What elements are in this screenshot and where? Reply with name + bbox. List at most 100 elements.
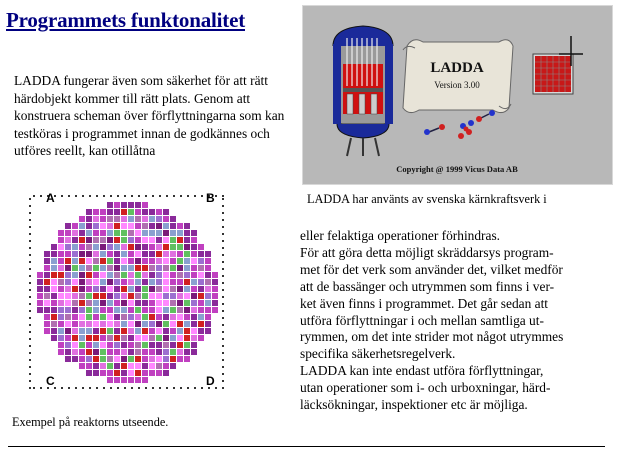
- core-cell: [191, 293, 197, 299]
- core-cell: [86, 223, 92, 229]
- core-cell: [163, 300, 169, 306]
- core-cell: [65, 356, 71, 362]
- core-cell: [170, 300, 176, 306]
- grid-border-mark: [89, 387, 91, 389]
- core-cell: [121, 293, 127, 299]
- core-cell: [65, 321, 71, 327]
- core-cell: [191, 300, 197, 306]
- core-cell: [184, 237, 190, 243]
- core-cell: [142, 251, 148, 257]
- grid-border-mark: [29, 261, 31, 263]
- core-cell: [86, 265, 92, 271]
- core-cell: [128, 349, 134, 355]
- core-cell: [212, 286, 218, 292]
- core-cell: [114, 314, 120, 320]
- core-cell: [100, 251, 106, 257]
- core-cell: [212, 293, 218, 299]
- reactor-vessel-icon: [332, 25, 394, 157]
- core-cell: [142, 202, 148, 208]
- core-cell: [149, 321, 155, 327]
- core-cell: [58, 300, 64, 306]
- core-cell: [100, 244, 106, 250]
- grid-border-mark: [29, 380, 31, 382]
- core-cell: [205, 321, 211, 327]
- core-cell: [44, 286, 50, 292]
- grid-border-mark: [29, 296, 31, 298]
- core-cell: [86, 370, 92, 376]
- grid-border-mark: [29, 219, 31, 221]
- grid-border-mark: [29, 233, 31, 235]
- core-cell: [107, 244, 113, 250]
- core-cell: [184, 300, 190, 306]
- grid-border-mark: [138, 387, 140, 389]
- core-cell: [163, 223, 169, 229]
- grid-border-mark: [173, 195, 175, 197]
- core-cell: [100, 216, 106, 222]
- core-cell: [114, 363, 120, 369]
- core-cell: [135, 230, 141, 236]
- grid-border-mark: [61, 195, 63, 197]
- core-cell: [114, 209, 120, 215]
- core-cell: [156, 237, 162, 243]
- core-cell: [198, 244, 204, 250]
- core-cell: [121, 321, 127, 327]
- core-cell: [44, 251, 50, 257]
- core-cell: [135, 209, 141, 215]
- core-cell: [149, 223, 155, 229]
- core-cell: [149, 356, 155, 362]
- core-cell: [128, 335, 134, 341]
- grid-border-mark: [201, 195, 203, 197]
- core-cell: [163, 272, 169, 278]
- core-cell: [79, 363, 85, 369]
- core-cell: [121, 272, 127, 278]
- core-cell: [121, 300, 127, 306]
- body-line: För att göra detta möjligt skräddarsys p…: [300, 244, 554, 260]
- core-cell: [128, 265, 134, 271]
- grid-border-mark: [145, 387, 147, 389]
- core-cell: [51, 286, 57, 292]
- core-cell: [177, 321, 183, 327]
- core-cell: [114, 265, 120, 271]
- core-cell: [93, 342, 99, 348]
- core-cell: [149, 342, 155, 348]
- body-line: specifika säkerhetsregelverk.: [300, 346, 456, 362]
- core-cell: [170, 314, 176, 320]
- core-cell: [79, 251, 85, 257]
- core-cell: [170, 328, 176, 334]
- core-cell: [93, 279, 99, 285]
- core-cell: [135, 328, 141, 334]
- core-cell: [121, 377, 127, 383]
- core-cell: [86, 293, 92, 299]
- core-cell: [170, 216, 176, 222]
- core-cell: [65, 272, 71, 278]
- core-cell: [107, 356, 113, 362]
- core-cell: [184, 251, 190, 257]
- core-cell: [191, 314, 197, 320]
- core-cell: [86, 258, 92, 264]
- core-cell: [121, 223, 127, 229]
- grid-border-mark: [222, 310, 224, 312]
- core-cell: [198, 335, 204, 341]
- core-cell: [58, 279, 64, 285]
- core-cell: [121, 307, 127, 313]
- core-cell: [121, 356, 127, 362]
- intro-text: LADDA fungerar även som säkerhet för att…: [14, 73, 285, 158]
- grid-border-mark: [222, 345, 224, 347]
- core-cell: [184, 258, 190, 264]
- grid-border-mark: [29, 303, 31, 305]
- core-cell: [156, 363, 162, 369]
- body-paragraph: eller felaktiga operationer förhindras. …: [300, 228, 612, 414]
- core-cell: [79, 258, 85, 264]
- core-cell: [191, 272, 197, 278]
- core-cell: [86, 349, 92, 355]
- core-cell: [79, 223, 85, 229]
- core-cell: [93, 216, 99, 222]
- grid-border-mark: [82, 387, 84, 389]
- core-cell: [58, 244, 64, 250]
- core-cell: [72, 307, 78, 313]
- core-cell: [184, 244, 190, 250]
- core-cell: [135, 244, 141, 250]
- core-cell: [72, 349, 78, 355]
- grid-border-mark: [29, 226, 31, 228]
- grid-border-mark: [187, 195, 189, 197]
